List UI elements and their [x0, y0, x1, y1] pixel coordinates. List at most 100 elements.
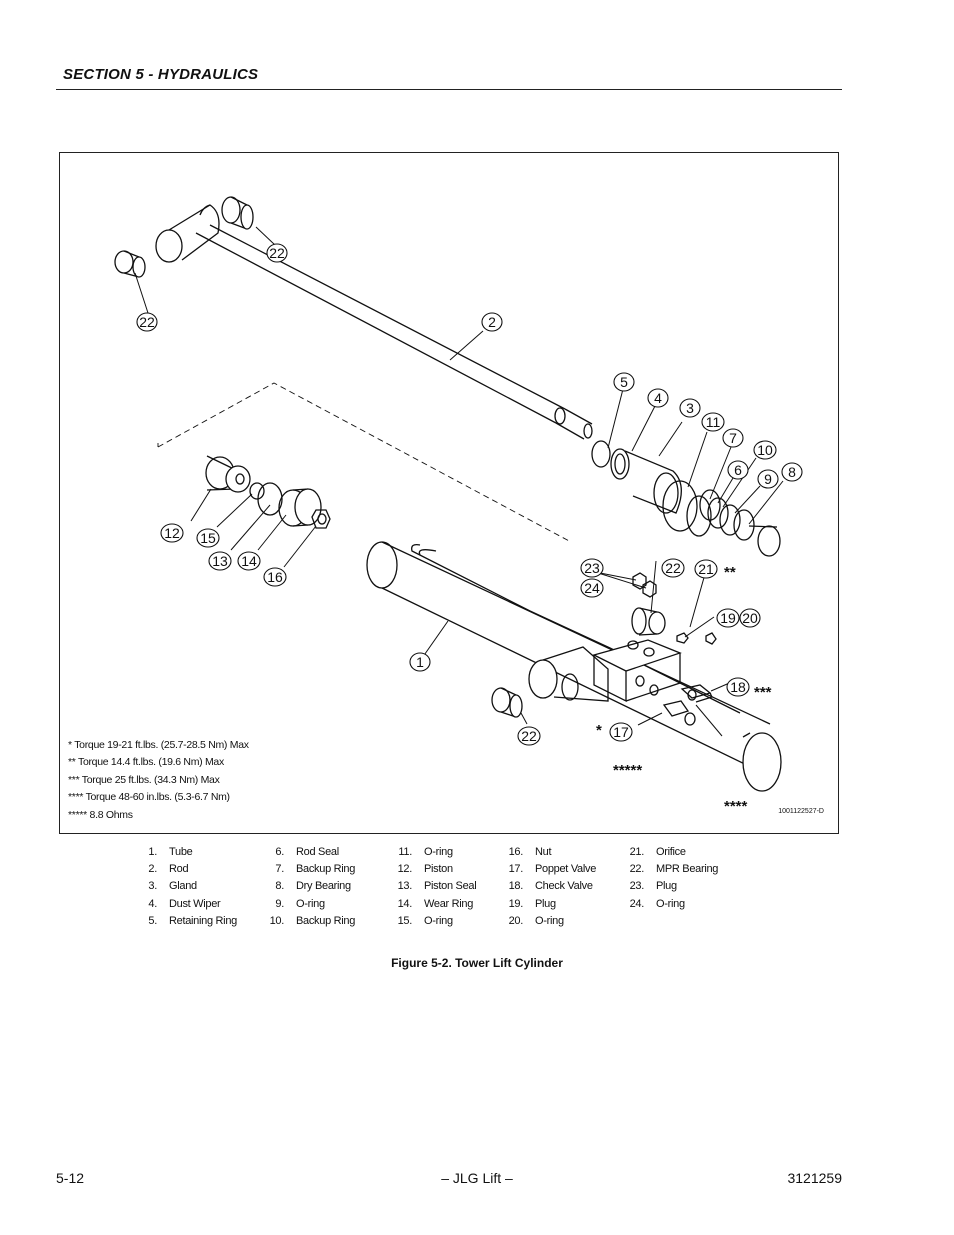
legend-part: Dry Bearing — [296, 880, 351, 893]
legend-column: 16. Nut 17. Poppet Valve 18. Check Valve 19… — [499, 846, 597, 932]
legend-number: 23. — [629, 880, 645, 893]
legend-item: 23.Plug — [620, 880, 718, 897]
callout-3: 3 — [686, 400, 694, 416]
legend-part: Orifice — [656, 846, 686, 858]
legend-number: 12. — [397, 863, 413, 876]
legend-item: 5. Retaining Ring — [133, 915, 237, 932]
torque-note: *** Torque 25 ft.lbs. (34.3 Nm) Max — [68, 773, 220, 786]
mpr-bearing-left — [114, 250, 146, 278]
legend-number: 15. — [397, 914, 413, 927]
legend-number: 18. — [508, 880, 524, 893]
legend-part: O-ring — [656, 897, 685, 910]
torque-notes: * Torque 19-21 ft.lbs. (25.7-28.5 Nm) Ma… — [68, 737, 249, 824]
legend-number: 14. — [397, 897, 413, 910]
legend-item: 9.O-ring — [260, 898, 355, 915]
rod-drawing — [155, 204, 593, 440]
legend-part: Dust Wiper — [169, 897, 221, 910]
footer-center: – JLG Lift – — [441, 1170, 513, 1186]
legend-number: 10. — [269, 914, 285, 927]
header-rule — [56, 89, 842, 90]
callout-17: 17 — [613, 724, 629, 740]
legend-item: 18. Check Valve — [499, 880, 596, 897]
callout-19: 19 — [720, 610, 736, 626]
callout-circles — [136, 243, 803, 746]
legend-number: 13. — [397, 880, 413, 893]
legend-item: 14. Wear Ring — [388, 898, 476, 915]
callout-18: 18 — [730, 679, 746, 695]
callout-20: 20 — [742, 610, 758, 626]
asterisk-note-18: *** — [754, 684, 772, 701]
legend-part: Rod Seal — [296, 846, 339, 858]
legend-item: 4. Dust Wiper — [133, 898, 237, 915]
legend-number: 2. — [148, 863, 157, 876]
legend-part: Tube — [169, 846, 193, 858]
figure-frame: 22 22 2 5 4 3 11 7 10 6 9 8 12 15 13 14 … — [59, 152, 839, 834]
gland-seal-stack — [591, 440, 781, 557]
legend-number: 24. — [629, 897, 645, 910]
torque-note: ***** 8.8 Ohms — [68, 808, 133, 821]
legend-item: 11.O-ring — [388, 846, 476, 863]
legend-part: Backup Ring — [296, 914, 356, 927]
leader-lines — [134, 226, 784, 737]
callout-23: 23 — [584, 560, 600, 576]
legend-number: 1. — [148, 846, 157, 858]
legend-number: 8. — [275, 880, 284, 893]
legend-part: Gland — [169, 880, 197, 893]
callout-6: 6 — [734, 462, 742, 478]
asterisk-note-17: * — [596, 722, 602, 739]
legend-item: 19. Plug — [499, 898, 596, 915]
legend-number: 16. — [508, 846, 524, 858]
drawing-number: 1001122527-D — [778, 808, 824, 815]
legend-number: 5. — [148, 914, 157, 927]
legend-part: O-ring — [424, 846, 453, 858]
cylinder-exploded-drawing: 22 22 2 5 4 3 11 7 10 6 9 8 12 15 13 14 … — [114, 196, 803, 815]
callout-2: 2 — [488, 314, 496, 330]
legend-item: 3.Gland — [133, 880, 237, 897]
legend-item: 13. Piston Seal — [388, 880, 477, 897]
legend-item: 12. Piston — [388, 863, 476, 880]
callout-22-left: 22 — [139, 314, 155, 330]
callout-16: 16 — [267, 569, 283, 585]
legend-part: Retaining Ring — [169, 914, 237, 927]
torque-note: **** Torque 48-60 in.lbs. (5.3-6.7 Nm) — [68, 791, 230, 804]
piston-parts — [205, 455, 331, 529]
legend-part: Nut — [535, 846, 552, 858]
legend-number: 19. — [508, 897, 524, 910]
legend-part: O-ring — [535, 914, 564, 927]
callout-15: 15 — [200, 530, 216, 546]
legend-part: Wear Ring — [424, 897, 474, 910]
legend-item: 15.O-ring — [388, 915, 476, 932]
callout-21: 21 — [698, 561, 714, 577]
legend-part: Check Valve — [535, 880, 593, 893]
legend-item: 17. Poppet Valve — [499, 863, 597, 880]
callout-22-block: 22 — [665, 560, 681, 576]
legend-number: 17. — [508, 863, 524, 876]
legend-item: 1. Tube — [133, 846, 237, 863]
legend-part: Plug — [535, 897, 556, 910]
legend-number: 21. — [629, 846, 645, 858]
legend-item: 6. Rod Seal — [260, 846, 355, 863]
page-number: 5-12 — [56, 1170, 85, 1186]
legend-part: Poppet Valve — [535, 863, 597, 876]
legend-column: 11.O-ring 12. Piston 13. Piston Seal 14. We… — [388, 846, 477, 932]
legend-number: 6. — [275, 846, 284, 858]
asterisk-note-21: ** — [724, 564, 736, 581]
legend-column: 6.Rod Seal 7.Backup Ring 8.Dry Bearing 9… — [260, 846, 356, 932]
legend-number: 22. — [629, 863, 645, 876]
legend-part: Piston Seal — [424, 880, 477, 893]
callout-9: 9 — [764, 471, 772, 487]
legend-number: 4. — [148, 897, 157, 910]
mpr-bearing-top — [221, 196, 254, 230]
legend-item: 16. Nut — [499, 846, 596, 863]
callout-13: 13 — [212, 553, 228, 569]
figure-caption: Figure 5-2. Tower Lift Cylinder — [391, 956, 563, 970]
callout-1: 1 — [416, 654, 424, 670]
tube-drawing — [366, 541, 782, 792]
legend-part: Piston — [424, 863, 453, 876]
legend-part: Rod — [169, 863, 189, 876]
callout-7: 7 — [729, 430, 737, 446]
legend-column: 1. Tube 2. Rod 3.Gland 4. Dust Wiper 5. Reta… — [133, 846, 237, 932]
callout-10: 10 — [757, 442, 773, 458]
callout-5: 5 — [620, 374, 628, 390]
legend-part: MPR Bearing — [656, 863, 719, 876]
